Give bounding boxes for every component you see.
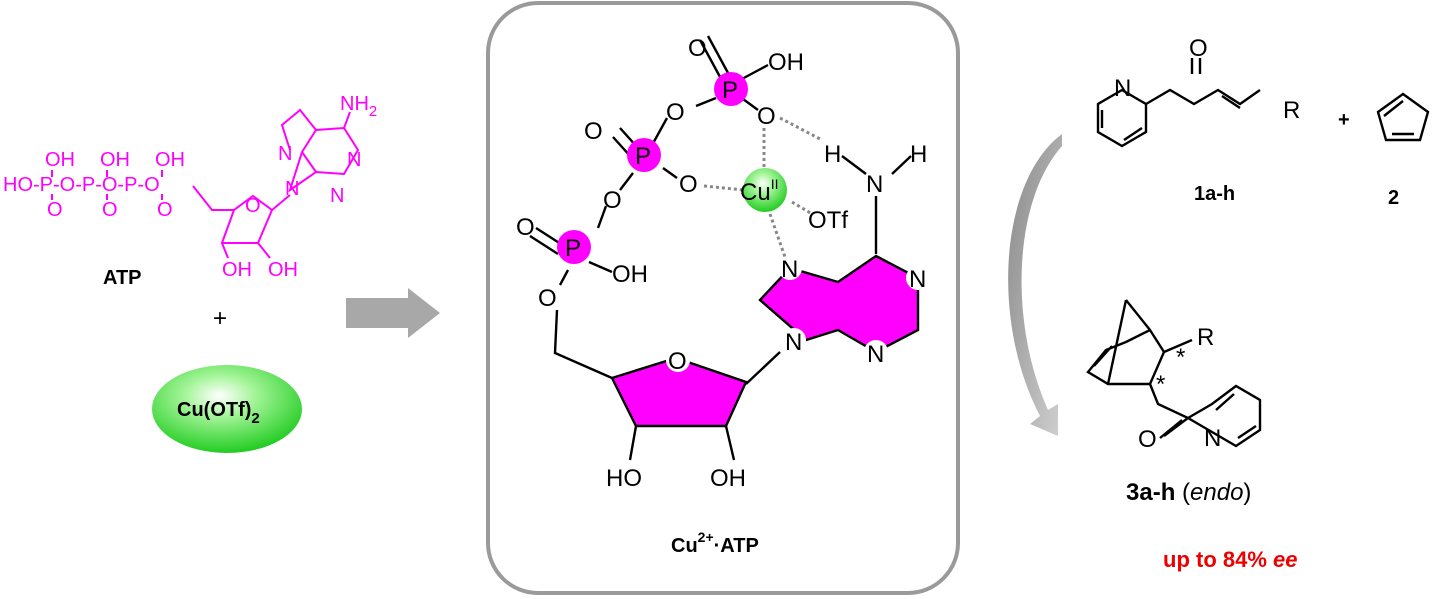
atp-o-1: O	[47, 199, 63, 221]
atp-n7: N	[278, 143, 292, 165]
atp-oh-sugar-2: OH	[268, 259, 298, 281]
phosphorus-3: P	[565, 235, 581, 262]
copper-center: CuII	[740, 176, 778, 206]
atp-n1: N	[347, 149, 361, 171]
atp-label: ATP	[103, 267, 142, 289]
copper-salt-label: Cu(OTf)2	[177, 399, 260, 427]
triflate-ligand: OTf	[808, 207, 848, 234]
atp-oh-3: OH	[155, 149, 185, 171]
atp-oh-2: OH	[100, 149, 130, 171]
amine-n: N	[866, 171, 883, 198]
oxygen-p2-p3: O	[603, 187, 622, 214]
atp-o-3: O	[157, 199, 173, 221]
adenine-n1: N	[909, 266, 926, 293]
ribose-oh-1: HO	[606, 465, 642, 492]
substrate-r: R	[1283, 97, 1300, 124]
amine-h-1: H	[824, 141, 841, 168]
stereo-marker-1: *	[1176, 344, 1185, 371]
oxygen-p2-double: O	[584, 118, 603, 145]
amine-h-2: H	[910, 141, 927, 168]
adenine-n9: N	[785, 329, 802, 356]
product-pyridine-n: N	[1204, 425, 1221, 452]
substrate-label: 1a-h	[1194, 183, 1235, 205]
atp-o-2: O	[102, 199, 118, 221]
oxygen-p3-ribose: O	[538, 285, 557, 312]
copper-salt-ellipse: Cu(OTf)2	[152, 365, 302, 453]
diene-label: 2	[1388, 187, 1399, 209]
atp-oh-1: OH	[45, 149, 75, 171]
cu-atp-complex: P P P O OH O O O O O O OH O CuII OTf H H…	[516, 35, 930, 557]
adenine-n3: N	[867, 341, 884, 368]
oxygen-p2-bridge: O	[679, 171, 698, 198]
product-label: 3a-h (endo)	[1126, 479, 1251, 506]
oxygen-p1-p2: O	[666, 99, 685, 126]
product-3: R O N * * 3a-h (endo)	[1086, 299, 1262, 506]
atp-oh-sugar-1: OH	[222, 259, 252, 281]
ribose-oh-2: OH	[710, 465, 746, 492]
atp-chain-text: HO-P-O-P-O-P-O	[3, 174, 160, 196]
cyclopentadiene: 2	[1376, 92, 1430, 209]
atp-n9: N	[285, 178, 299, 200]
oh-p1: OH	[768, 49, 804, 76]
curved-arrow	[1008, 134, 1062, 436]
oxygen-p1-bridge: O	[757, 103, 776, 130]
substrate-1: N O R 1a-h	[1096, 35, 1300, 205]
product-carbonyl-o: O	[1138, 426, 1157, 453]
reaction-arrow	[346, 288, 440, 338]
adenine-n7: N	[781, 256, 798, 283]
oh-p3: OH	[612, 261, 648, 288]
complex-frame	[486, 1, 960, 595]
oxygen-p3-double: O	[516, 214, 535, 241]
atp-ring-o: O	[245, 195, 261, 217]
phosphorus-2: P	[635, 143, 651, 170]
substrate-pyridine-n: N	[1114, 75, 1131, 102]
oxygen-p1-double: O	[688, 35, 707, 62]
atp-structure: HO-P-O-P-O-P-O OH OH OH O O O O OH OH N …	[3, 93, 377, 289]
complex-caption: Cu2+·ATP	[671, 529, 759, 557]
phosphorus-1: P	[722, 77, 738, 104]
stereo-marker-2: *	[1156, 371, 1165, 398]
atp-nh2: NH2	[340, 93, 377, 120]
ribose-ring-o: O	[668, 348, 687, 375]
plus-sign-left: +	[213, 305, 227, 332]
ee-result: up to 84% ee	[1163, 547, 1298, 572]
plus-sign-right: +	[1338, 109, 1350, 131]
substrate-carbonyl-o: O	[1189, 35, 1208, 62]
product-r: R	[1197, 324, 1214, 351]
atp-n3: N	[330, 185, 344, 207]
